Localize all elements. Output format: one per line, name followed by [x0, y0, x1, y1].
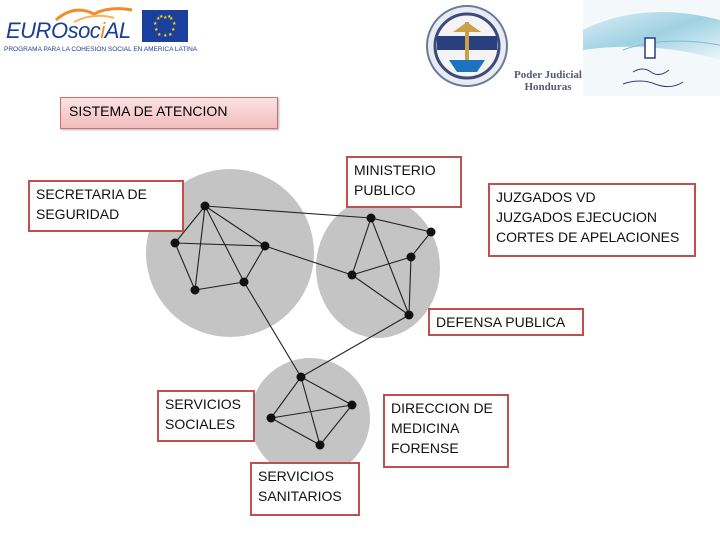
label-line: JUZGADOS VD	[496, 189, 596, 205]
node	[266, 413, 276, 423]
bird-swoosh-icon	[55, 7, 133, 23]
signature-icon	[632, 68, 670, 76]
node	[260, 241, 270, 251]
node	[239, 277, 249, 287]
poder-judicial-line1: Poder Judicial	[514, 69, 582, 81]
node	[366, 213, 376, 223]
page-title: SISTEMA DE ATENCION	[60, 97, 278, 129]
node	[404, 310, 414, 320]
node	[347, 270, 357, 280]
label-line: FORENSE	[391, 440, 459, 456]
svg-text:★: ★	[156, 16, 161, 22]
network-nodes	[170, 201, 436, 450]
cluster-ministerio	[316, 198, 440, 338]
node	[426, 227, 436, 237]
svg-text:★: ★	[159, 14, 164, 20]
label-line: CORTES DE APELACIONES	[496, 229, 680, 245]
network-edges	[174, 205, 432, 446]
svg-text:★: ★	[171, 27, 176, 33]
node	[200, 201, 210, 211]
label-line: PUBLICO	[354, 182, 416, 198]
svg-text:★: ★	[153, 21, 158, 27]
node	[347, 400, 357, 410]
svg-text:★: ★	[154, 27, 159, 33]
label-servicios-sociales: SERVICIOS SOCIALES	[157, 390, 255, 442]
label-line: SANITARIOS	[258, 488, 342, 504]
svg-text:★: ★	[163, 15, 168, 21]
shield-icon	[644, 37, 656, 59]
label-ministerio-publico: MINISTERIO PUBLICO	[346, 156, 462, 208]
label-line: DIRECCION DE	[391, 400, 493, 416]
eurosocial-wordmark: EUROsociAL	[6, 18, 131, 43]
eurosocial-logo: EUROsociAL PROGRAMA PARA LA COHESION SOC…	[2, 2, 202, 54]
label-line: SOCIALES	[165, 416, 236, 432]
label-line: SECRETARIA DE	[36, 186, 147, 202]
node	[170, 238, 180, 248]
node	[190, 285, 200, 295]
label-servicios-sanitarios: SERVICIOS SANITARIOS	[250, 462, 360, 516]
label-juzgados: JUZGADOS VD JUZGADOS EJECUCION CORTES DE…	[488, 183, 696, 257]
svg-text:★: ★	[167, 14, 172, 20]
poder-judicial-name: Poder Judicial Honduras	[508, 69, 588, 93]
poder-judicial-seal-icon	[426, 5, 508, 87]
node	[296, 372, 306, 382]
cluster-servicios	[250, 358, 370, 478]
label-line: MINISTERIO	[354, 162, 436, 178]
svg-text:★: ★	[163, 33, 168, 39]
eu-flag-icon: ★★★ ★★★ ★★★ ★★★	[142, 10, 188, 42]
svg-text:★: ★	[172, 21, 177, 27]
svg-text:★: ★	[168, 32, 173, 38]
svg-text:★: ★	[169, 16, 174, 22]
label-line: SERVICIOS	[258, 468, 334, 484]
node	[406, 252, 416, 262]
label-medicina-forense: DIRECCION DE MEDICINA FORENSE	[383, 394, 509, 468]
label-defensa-publica: DEFENSA PUBLICA	[428, 308, 584, 336]
label-line: JUZGADOS EJECUCION	[496, 209, 658, 225]
eurosocial-tagline: PROGRAMA PARA LA COHESION SOCIAL EN AMER…	[4, 46, 198, 53]
svg-text:★: ★	[157, 32, 162, 38]
label-line: SEGURIDAD	[36, 206, 120, 222]
label-secretaria-seguridad: SECRETARIA DE SEGURIDAD	[28, 180, 184, 232]
label-line: SERVICIOS	[165, 396, 241, 412]
poder-judicial-line2: Honduras	[524, 81, 572, 93]
decorative-swoosh	[583, 0, 720, 96]
node	[315, 440, 325, 450]
label-line: MEDICINA	[391, 420, 460, 436]
